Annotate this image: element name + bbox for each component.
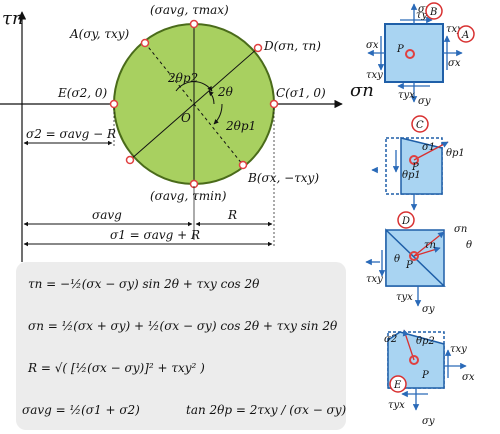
el1-sigma-y: σy bbox=[418, 4, 431, 15]
el3-theta-left: θ bbox=[394, 254, 400, 265]
center-label: O bbox=[181, 111, 191, 125]
el4-tau-xy: τxy bbox=[450, 344, 467, 355]
el4-tau-yx: τyx bbox=[388, 400, 405, 411]
badge-d bbox=[397, 211, 415, 229]
el1-sigma-x-right: σx bbox=[448, 58, 461, 69]
el3-sigma-n: σn bbox=[454, 224, 467, 235]
el3-p: P bbox=[405, 260, 413, 271]
eq-sigma-avg: σavg = ½(σ1 + σ2) bbox=[22, 403, 140, 417]
dim-r-label: R bbox=[227, 208, 237, 222]
label-bottom: (σavg, τmin) bbox=[150, 189, 227, 203]
label-top: (σavg, τmax) bbox=[150, 3, 229, 17]
eq-r: R = √( [½(σx − σy)]² + τxy² ) bbox=[27, 361, 205, 375]
el3-tau-xy: τxy bbox=[366, 274, 383, 285]
angle-2theta-p2: 2θp2 bbox=[167, 71, 198, 85]
arc-2theta bbox=[208, 90, 215, 105]
badge-e bbox=[389, 375, 407, 393]
el4-theta-p2: θp2 bbox=[416, 336, 435, 347]
el2-theta-p1-lower: θp1 bbox=[402, 170, 421, 181]
element-xy bbox=[367, 3, 463, 103]
badge-a-label: A bbox=[461, 30, 469, 41]
eq-tan: tan 2θp = 2τxy / (σx − σy) bbox=[186, 403, 347, 417]
eq-tau-n: τn = −½(σx − σy) sin 2θ + τxy cos 2θ bbox=[28, 277, 260, 291]
badge-c bbox=[411, 115, 429, 133]
eq-sigma-n: σn = ½(σx + σy) + ½(σx − σy) cos 2θ + τx… bbox=[28, 319, 338, 333]
dim-sigma1-label: σ1 = σavg + R bbox=[110, 228, 200, 242]
el2-theta-p1: θp1 bbox=[446, 148, 465, 159]
badge-a bbox=[457, 25, 475, 43]
label-c: C(σ1, 0) bbox=[276, 86, 326, 100]
equation-panel bbox=[16, 262, 346, 430]
el1-tau-xy-right: τxy bbox=[446, 24, 463, 35]
point-e bbox=[109, 99, 119, 109]
diameter-d bbox=[129, 47, 259, 161]
badge-e-label: E bbox=[393, 380, 402, 391]
el3-sigma-y: σy bbox=[422, 304, 435, 315]
point-c bbox=[269, 99, 279, 109]
label-d: D(σn, τn) bbox=[263, 39, 321, 53]
dim-sigma2-label: σ2 = σavg − R bbox=[26, 127, 116, 141]
el3-tau-n: τn bbox=[424, 240, 436, 251]
arc-2theta-p2 bbox=[175, 81, 213, 92]
el1-tau-xy-left: τxy bbox=[366, 70, 383, 81]
el2-p: P bbox=[411, 162, 419, 173]
point-d bbox=[253, 43, 263, 53]
el1-tau-yx-top: τyx bbox=[416, 10, 433, 21]
point-d-opposite bbox=[125, 155, 135, 165]
label-a: A(σy, τxy) bbox=[69, 27, 130, 41]
label-e: E(σ2, 0) bbox=[57, 86, 108, 100]
el1-sigma-y-bottom: σy bbox=[418, 96, 431, 107]
badge-b bbox=[425, 2, 443, 20]
el3-tau-yx: τyx bbox=[396, 292, 413, 303]
element-rotated-theta bbox=[365, 228, 446, 307]
point-b bbox=[238, 160, 248, 170]
el1-p: P bbox=[396, 44, 404, 55]
point-a bbox=[140, 38, 150, 48]
el4-sigma-y: σy bbox=[422, 416, 435, 427]
el4-p: P bbox=[421, 370, 429, 381]
arc-2theta-p1 bbox=[213, 103, 223, 125]
badge-b-label: B bbox=[429, 7, 437, 18]
element-principal-2 bbox=[387, 329, 467, 411]
el4-sigma-x: σx bbox=[462, 372, 475, 383]
sigma-axis-label: σn bbox=[350, 80, 374, 101]
el3-theta-right: θ bbox=[466, 240, 472, 251]
tau-axis-label: τn bbox=[2, 8, 24, 29]
point-top bbox=[189, 19, 199, 29]
el4-sigma-2: σ2 bbox=[384, 334, 397, 345]
angle-2theta-p1: 2θp1 bbox=[225, 119, 256, 133]
el1-tau-yx-bottom: τyx bbox=[398, 90, 415, 101]
el1-sigma-x-left: σx bbox=[366, 40, 379, 51]
element-principal-1 bbox=[371, 137, 449, 211]
label-b: B(σx, −τxy) bbox=[247, 171, 319, 185]
badge-d-label: D bbox=[401, 216, 410, 227]
badge-c-label: C bbox=[416, 120, 424, 131]
el2-sigma-1: σ1 bbox=[422, 142, 435, 153]
dim-sigma-avg-label: σavg bbox=[92, 208, 122, 222]
angle-2theta: 2θ bbox=[217, 85, 234, 99]
